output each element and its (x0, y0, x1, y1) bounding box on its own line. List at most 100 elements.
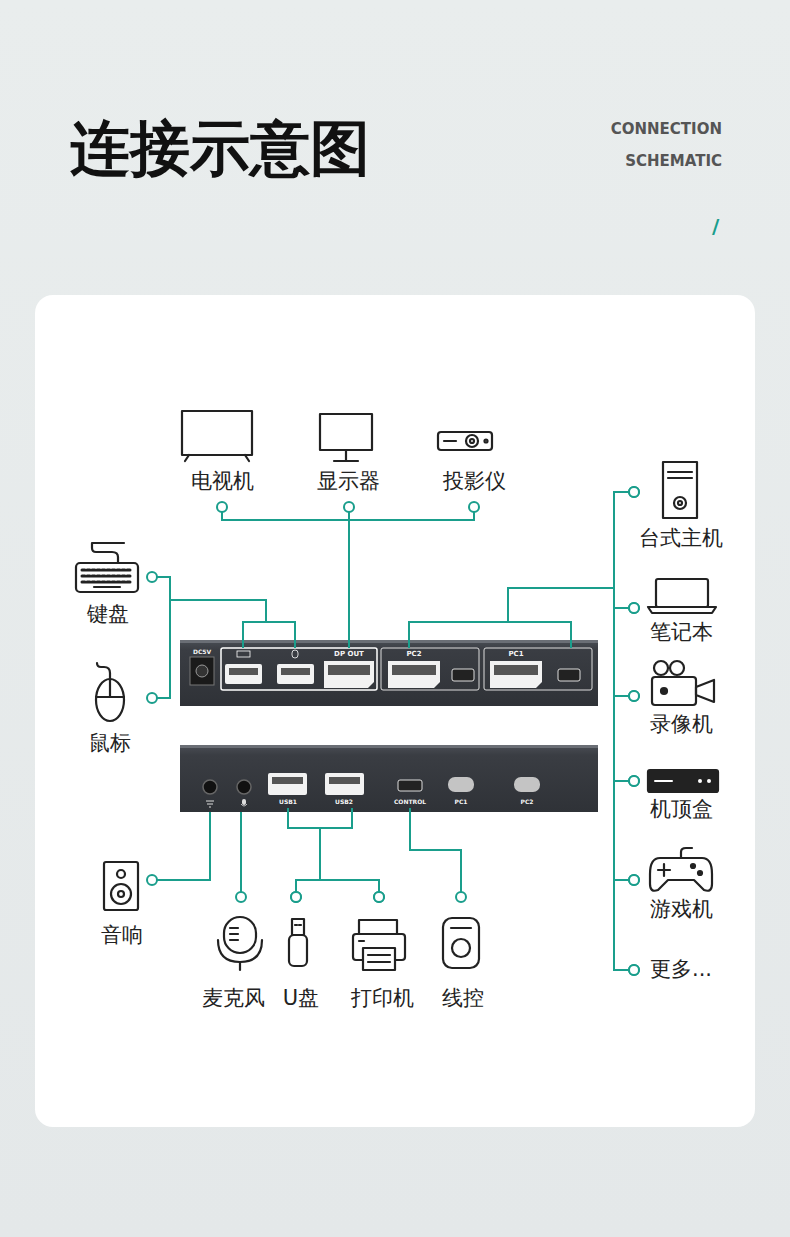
microphone-icon-part (230, 928, 238, 940)
tower-icon-part (663, 462, 697, 518)
front-panel-part (484, 648, 592, 690)
back-panel-part (206, 801, 214, 807)
settop-box-icon-part (655, 780, 672, 782)
usb-drive-icon-part (289, 935, 307, 966)
front-panel-part (221, 648, 377, 690)
usb-port: USB2 (322, 770, 366, 808)
title: 连接示意图 (70, 118, 370, 178)
keyboard-icon-part (76, 563, 138, 592)
projector-icon-part (470, 439, 474, 443)
connector (409, 588, 634, 880)
settop-box-icon (648, 770, 718, 792)
back-panel-part (268, 773, 307, 795)
connector (152, 600, 295, 698)
device: U盘 (280, 897, 320, 1012)
back-panel-part (241, 804, 247, 806)
printer-icon (353, 920, 405, 970)
port-label: USB2 (335, 799, 353, 805)
microphone-icon-part (239, 962, 241, 970)
device-label: 投影仪 (443, 471, 506, 492)
connector-dot (629, 776, 639, 786)
device: 显示器 (308, 405, 388, 507)
mouse-icon (96, 663, 124, 721)
gamepad-icon-part (691, 864, 695, 868)
connector (508, 588, 634, 781)
gamepad-icon-part (658, 864, 670, 876)
front-panel-part (392, 665, 436, 675)
device-label: U盘 (283, 988, 319, 1009)
back-panel-part (325, 773, 364, 795)
connector-dot (629, 487, 639, 497)
device: 麦克风 (198, 897, 270, 1012)
device: 线控 (435, 897, 491, 1012)
connector-dot (456, 892, 466, 902)
tv-icon (182, 411, 252, 461)
tower-icon-part (678, 501, 682, 505)
remote-icon (443, 918, 479, 968)
remote-icon-part (443, 918, 479, 968)
connector-dot (344, 502, 354, 512)
device: 录像机 (634, 660, 724, 740)
camera-icon-part (652, 677, 696, 705)
back-panel-part (329, 777, 360, 784)
camera-icon-part (654, 661, 668, 675)
back-panel-part (398, 780, 422, 791)
monitor-icon-part (334, 450, 358, 461)
front-panel-part (328, 665, 370, 675)
printer-icon-part (359, 920, 397, 934)
front-panel (180, 640, 598, 706)
laptop-icon-part (656, 579, 708, 607)
connector (152, 812, 210, 880)
camera-icon-part (696, 680, 714, 702)
mouse-icon-part (97, 663, 110, 679)
speaker-icon (104, 862, 138, 910)
front-panel-part (277, 664, 314, 684)
front-panel-part (237, 651, 250, 657)
connector (409, 588, 634, 648)
connector-dot (629, 691, 639, 701)
printer-icon-part (368, 955, 390, 962)
usb-drive-icon-part (295, 924, 301, 926)
connector (409, 492, 634, 648)
back-panel-part (242, 799, 246, 805)
connector (288, 808, 379, 897)
speaker-icon-part (118, 891, 124, 897)
camera-icon-part (670, 661, 684, 675)
device-icons (76, 411, 718, 970)
connector (320, 808, 379, 897)
back-panel-part (448, 777, 474, 792)
usb-port: USB1 (266, 770, 310, 808)
device: 键盘 (70, 540, 152, 630)
connector-dot (629, 965, 639, 975)
back-panel-part (514, 777, 540, 792)
back-panel: PC1PC2USB1USB2CONTROL (180, 745, 598, 812)
port-label: DC5V (193, 649, 211, 655)
device: 鼠标 (80, 665, 152, 760)
back-panel-part (272, 777, 303, 784)
usb-drive-icon (289, 919, 307, 966)
device-label: 台式主机 (639, 528, 723, 549)
back-panel-part (237, 780, 251, 794)
connector-dot (469, 502, 479, 512)
port-label: DP OUT (334, 651, 364, 658)
mouse-icon-part (96, 679, 124, 721)
connector-dot (629, 875, 639, 885)
keyboard-icon-part (94, 586, 120, 588)
connector-dot (629, 691, 639, 701)
keyboard-icon-part (92, 543, 124, 563)
projector-icon-part (438, 432, 492, 450)
connector (409, 588, 634, 696)
gamepad-icon (650, 848, 712, 891)
back-panel-part (180, 745, 598, 812)
front-panel: DC5VDP OUTPC2PC1 (180, 640, 598, 706)
device-label: 线控 (442, 988, 484, 1009)
projector-icon-part (466, 435, 478, 447)
tower-icon (663, 462, 697, 518)
printer-icon-part (363, 948, 395, 970)
port-label: PC1 (455, 799, 468, 805)
port-label: USB1 (279, 799, 297, 805)
printer-icon-part (359, 940, 364, 942)
laptop-icon (648, 579, 716, 613)
projector-icon-part (444, 440, 456, 442)
